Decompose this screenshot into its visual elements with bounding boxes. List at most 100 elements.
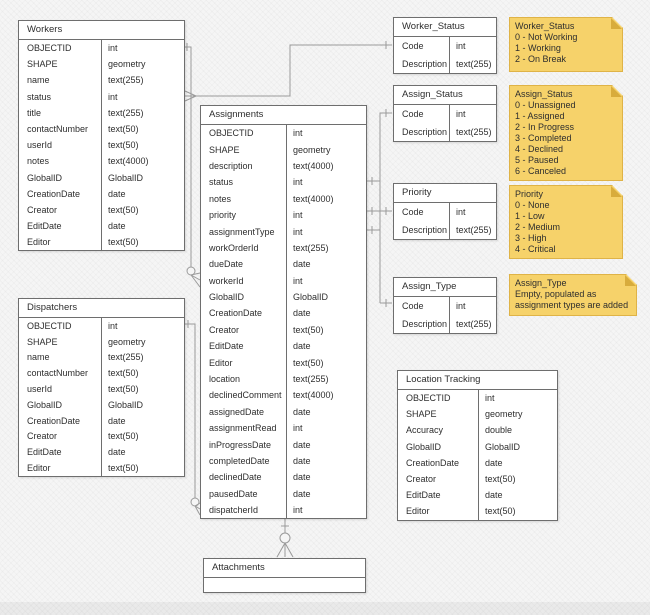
field-name: Accuracy <box>406 425 444 436</box>
field-name: Description <box>402 59 448 69</box>
field-type: text(50) <box>101 137 184 154</box>
field-name: Editor <box>406 506 430 517</box>
note-line: 0 - None <box>515 200 550 210</box>
field-name: Editor <box>27 463 51 474</box>
field-type: text(50) <box>101 460 184 476</box>
field-name: userId <box>27 140 53 151</box>
entity-fields <box>204 578 365 592</box>
field-name: CreationDate <box>27 188 81 199</box>
connector-dispatchers-assignments[interactable] <box>185 320 201 516</box>
folded-corner-icon <box>611 18 622 29</box>
field-name: title <box>27 107 42 118</box>
field-name: userId <box>27 384 53 395</box>
field-type: date <box>286 469 366 486</box>
field-type: GlobalID <box>478 438 557 455</box>
field-name: SHAPE <box>27 336 58 347</box>
connector-assignments-assign-type[interactable] <box>366 226 392 307</box>
field-type: text(4000) <box>286 157 366 175</box>
field-type: text(4000) <box>101 153 184 170</box>
field-name: Code <box>402 109 424 119</box>
field-name: GlobalID <box>27 172 63 183</box>
field-type: int <box>286 272 366 289</box>
entity-title: Dispatchers <box>19 299 184 318</box>
note-line: 0 - Not Working <box>515 32 578 42</box>
connector-workers-assignments[interactable] <box>185 43 201 288</box>
field-type: text(50) <box>101 381 184 397</box>
field-name: status <box>209 177 234 188</box>
field-type: int <box>286 125 366 142</box>
note-line: 3 - High <box>515 233 547 243</box>
field-name: GlobalID <box>406 441 442 452</box>
field-name: priority <box>209 210 237 221</box>
entity-attachments[interactable]: Attachments <box>203 558 366 593</box>
entity-title: Assign_Type <box>394 278 496 297</box>
field-type: text(50) <box>101 234 184 251</box>
field-type: date <box>286 338 366 355</box>
field-name: Code <box>402 301 424 311</box>
field-type: date <box>286 436 366 453</box>
note-title: Assign_Status <box>515 89 573 99</box>
field-name: Description <box>402 225 448 235</box>
note-line: 6 - Canceled <box>515 166 567 176</box>
field-name: SHAPE <box>406 409 437 420</box>
connector-workers-worker-status[interactable] <box>184 41 392 102</box>
connector-assignments-priority[interactable] <box>366 207 392 215</box>
field-type: text(255) <box>449 221 496 239</box>
field-name: Creator <box>209 324 240 335</box>
field-type: GlobalID <box>286 288 366 306</box>
note-line: 3 - Completed <box>515 133 572 143</box>
folded-corner-icon <box>611 186 622 197</box>
field-type: int <box>286 206 366 224</box>
note-line: 2 - On Break <box>515 54 567 64</box>
field-type: int <box>286 223 366 240</box>
connector-assignments-attachments[interactable] <box>276 518 294 558</box>
field-row: Editor text(50) <box>19 460 184 476</box>
field-name: SHAPE <box>209 144 240 155</box>
field-type: text(255) <box>101 72 184 89</box>
field-row: userId text(50) <box>19 137 184 154</box>
note-line: Empty, populated as <box>515 289 597 299</box>
field-name: completedDate <box>209 456 270 466</box>
note-line: assignment types are added <box>515 300 629 310</box>
field-name: Code <box>402 207 424 217</box>
field-type: date <box>286 403 366 421</box>
field-type: text(50) <box>101 201 184 219</box>
field-type: int <box>449 37 496 55</box>
connector-assignments-assign-status[interactable] <box>366 109 392 303</box>
